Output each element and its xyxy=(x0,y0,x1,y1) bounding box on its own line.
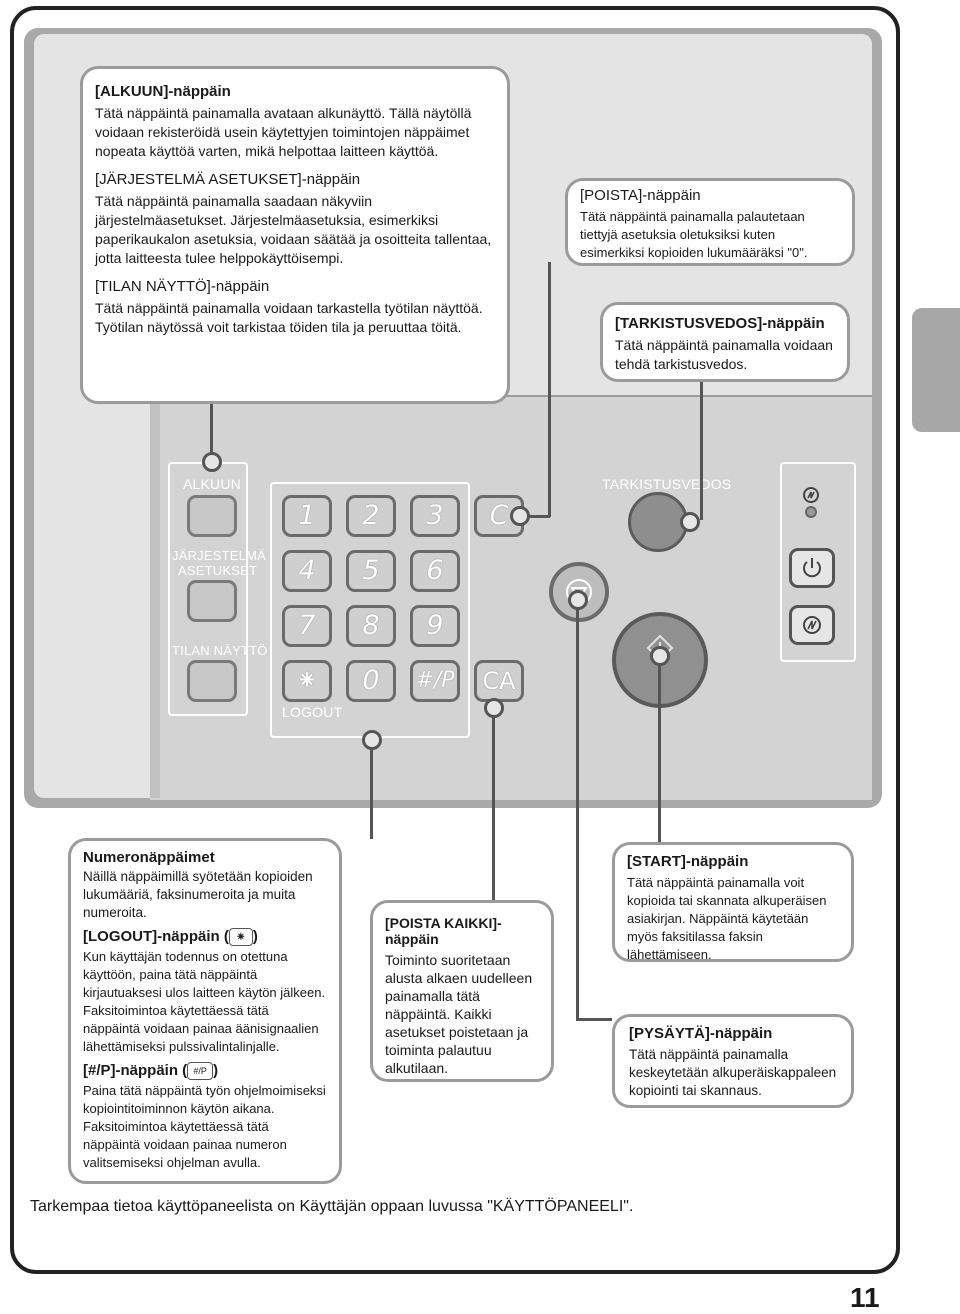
tilan-naytto-key[interactable] xyxy=(187,660,237,702)
section-tab xyxy=(912,308,960,432)
connector-line xyxy=(492,712,495,902)
jarjestelma-asetukset-key[interactable] xyxy=(187,580,237,622)
numeric-key-7[interactable]: 7 xyxy=(282,605,332,647)
connector-line xyxy=(700,378,703,520)
numeric-key-4[interactable]: 4 xyxy=(282,550,332,592)
power-icon xyxy=(803,558,821,578)
callout-poista: [POISTA]-näppäin Tätä näppäintä painamal… xyxy=(565,178,855,266)
panel-label-logout: LOGOUT xyxy=(282,704,343,720)
hash-p-key-icon: #/P xyxy=(187,1062,214,1081)
logout-key-icon: ⁕ xyxy=(228,928,253,947)
power-keys-group xyxy=(780,462,856,662)
panel-label-tilan-naytto: TILAN NÄYTTÖ xyxy=(172,643,268,658)
callout-logout-title: [LOGOUT]-näppäin (⁕) xyxy=(83,928,258,947)
connector-dot xyxy=(510,506,530,526)
power-save-icon xyxy=(803,616,821,634)
indicator-lamp xyxy=(805,506,817,518)
callout-numero-body: Näillä näppäimillä syötetään kopioiden l… xyxy=(83,869,313,920)
callout-start-title: [START]-näppäin xyxy=(627,853,749,870)
callout-jarjestelma-title: [JÄRJESTELMÄ ASETUKSET]-näppäin xyxy=(95,171,361,188)
callout-jarjestelma-body: Tätä näppäintä painamalla saadaan näkyvi… xyxy=(95,193,492,266)
callout-tarkistusvedos: [TARKISTUSVEDOS]-näppäin Tätä näppäintä … xyxy=(600,302,850,382)
callout-start-body: Tätä näppäintä painamalla voit kopioida … xyxy=(627,875,827,962)
callout-numero-logout-hashp: Numeronäppäimet Näillä näppäimillä syöte… xyxy=(68,838,342,1184)
connector-line xyxy=(576,600,579,1020)
callout-alkuun-title: [ALKUUN]-näppäin xyxy=(95,83,231,100)
numeric-key-3[interactable]: 3 xyxy=(410,495,460,537)
callout-alkuun-body: Tätä näppäintä painamalla avataan alkunä… xyxy=(95,105,472,159)
panel-label-jarjestelma-1: JÄRJESTELMÄ xyxy=(172,548,266,563)
logout-key[interactable]: ⁕ xyxy=(282,660,332,702)
footer-note: Tarkempaa tietoa käyttöpaneelista on Käy… xyxy=(30,1198,634,1215)
panel-label-alkuun: ALKUUN xyxy=(183,476,241,492)
power-key[interactable] xyxy=(789,548,835,588)
poista-kaikki-key[interactable]: CA xyxy=(474,660,524,702)
connector-line xyxy=(520,515,550,518)
numeric-key-1[interactable]: 1 xyxy=(282,495,332,537)
tarkistusvedos-button[interactable] xyxy=(628,492,688,552)
power-save-key[interactable] xyxy=(789,605,835,645)
connector-line xyxy=(370,744,373,839)
callout-numero-title: Numeronäppäimet xyxy=(83,849,215,866)
page-number: 11 xyxy=(850,1282,880,1313)
connector-line xyxy=(210,402,213,460)
callout-tilan-body: Tätä näppäintä painamalla voidaan tarkas… xyxy=(95,300,483,335)
callout-logout-body: Kun käyttäjän todennus on otettuna käytt… xyxy=(83,949,326,1055)
connector-dot xyxy=(650,646,670,666)
alkuun-key[interactable] xyxy=(187,495,237,537)
callout-pysayta-body: Tätä näppäintä painamalla keskeytetään a… xyxy=(629,1047,837,1098)
callout-poista-kaikki: [POISTA KAIKKI]-näppäin Toiminto suorite… xyxy=(370,900,554,1082)
callout-hashp-title: [#/P]-näppäin (#/P) xyxy=(83,1062,219,1081)
callout-pysayta: [PYSÄYTÄ]-näppäin Tätä näppäintä painama… xyxy=(612,1014,854,1108)
panel-label-tarkistusvedos: TARKISTUSVEDOS xyxy=(602,476,732,492)
hash-p-key[interactable]: #/P xyxy=(410,660,460,702)
numeric-key-5[interactable]: 5 xyxy=(346,550,396,592)
callout-poista-kaikki-body: Toiminto suoritetaan alusta alkaen uudel… xyxy=(385,952,533,1076)
callout-poista-title: [POISTA]-näppäin xyxy=(580,187,701,204)
callout-start: [START]-näppäin Tätä näppäintä painamall… xyxy=(612,842,854,962)
numeric-key-6[interactable]: 6 xyxy=(410,550,460,592)
power-save-indicator-icon xyxy=(803,487,819,503)
connector-line xyxy=(548,262,551,517)
callout-poista-body: Tätä näppäintä painamalla palautetaan ti… xyxy=(580,209,808,260)
panel-face-edge xyxy=(150,395,160,798)
connector-line xyxy=(576,1018,612,1021)
callout-hashp-body: Paina tätä näppäintä työn ohjelmoimiseks… xyxy=(83,1083,326,1171)
callout-pysayta-title: [PYSÄYTÄ]-näppäin xyxy=(629,1025,773,1042)
callout-alkuun-jarjestelma-tilan: [ALKUUN]-näppäin Tätä näppäintä painamal… xyxy=(80,66,510,404)
numeric-key-2[interactable]: 2 xyxy=(346,495,396,537)
callout-tarkistusvedos-body: Tätä näppäintä painamalla voidaan tehdä … xyxy=(615,337,833,372)
numeric-key-0[interactable]: 0 xyxy=(346,660,396,702)
numeric-key-9[interactable]: 9 xyxy=(410,605,460,647)
connector-line xyxy=(658,656,661,846)
connector-dot xyxy=(362,730,382,750)
connector-dot xyxy=(484,698,504,718)
callout-tarkistusvedos-title: [TARKISTUSVEDOS]-näppäin xyxy=(615,315,825,332)
connector-dot xyxy=(202,452,222,472)
callout-poista-kaikki-title: [POISTA KAIKKI]-näppäin xyxy=(385,915,502,947)
connector-dot xyxy=(568,590,588,610)
callout-tilan-title: [TILAN NÄYTTÖ]-näppäin xyxy=(95,278,270,295)
connector-dot xyxy=(680,512,700,532)
operation-panel-face xyxy=(150,395,872,800)
panel-label-jarjestelma-2: ASETUKSET xyxy=(178,563,258,578)
numeric-key-8[interactable]: 8 xyxy=(346,605,396,647)
